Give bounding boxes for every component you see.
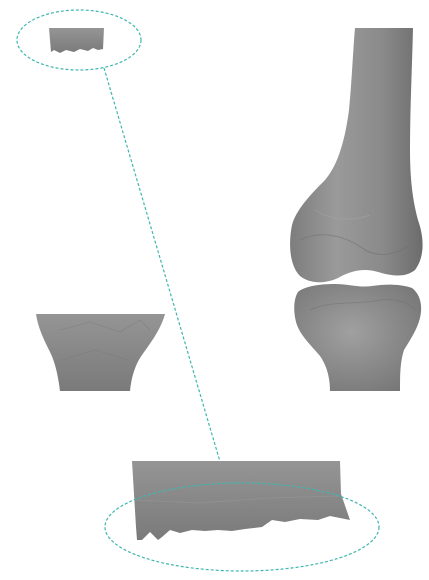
tibia-section [36,314,165,391]
tibia-bone [294,284,421,391]
enlarged-bone-fragment [132,461,350,540]
callout-connector-line [104,68,226,482]
femur-bone [290,28,423,282]
small-bone-fragment [49,28,104,53]
